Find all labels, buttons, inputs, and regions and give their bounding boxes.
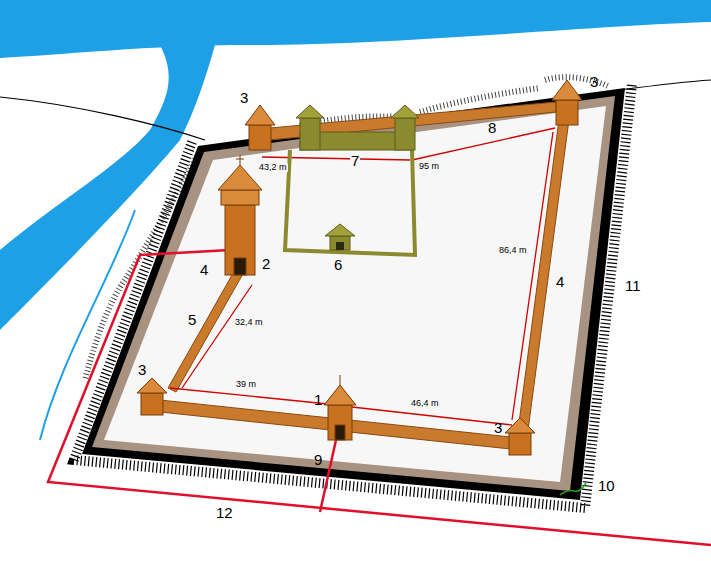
- callout-number: 12: [216, 505, 233, 521]
- towers: [137, 80, 582, 455]
- palisade-walls-part: [517, 112, 570, 438]
- dimension-label: 32,4 m: [234, 318, 264, 327]
- towers-part: [225, 205, 255, 275]
- inner-fort-part: [300, 118, 320, 150]
- shore-line-part: [0, 97, 205, 140]
- towers-part: [234, 258, 246, 275]
- callout-number: 2: [262, 256, 270, 272]
- towers-part: [505, 418, 535, 433]
- dimension-label: 46,4 m: [410, 399, 440, 408]
- inner-fort-part: [325, 224, 355, 236]
- towers-part: [245, 105, 275, 125]
- palisade-walls-part: [168, 268, 244, 392]
- callout-number: 8: [488, 120, 496, 136]
- callout-number: 5: [188, 312, 196, 328]
- towers-part: [141, 393, 163, 415]
- boundary-marker: [560, 483, 586, 495]
- inner-fort-part: [285, 150, 415, 255]
- callout-number: 7: [350, 153, 360, 169]
- callout-number: 11: [625, 278, 641, 294]
- callout-number: 1: [314, 392, 322, 408]
- moat-and-rampart-part: [82, 88, 625, 500]
- callout-number: 3: [590, 74, 598, 90]
- towers-part: [249, 125, 271, 150]
- inner-fort-part: [330, 236, 350, 250]
- inner-fort-part: [391, 105, 419, 118]
- measure-lines-part: [170, 388, 328, 404]
- measure-lines-part: [352, 407, 512, 425]
- moat-and-rampart-part: [74, 84, 632, 508]
- towers-part: [340, 375, 341, 385]
- towers-part: [552, 80, 582, 100]
- measure-lines-part: [412, 128, 555, 160]
- inner-fort-part: [296, 105, 324, 118]
- towers-part: [221, 190, 259, 205]
- dimension-label: 86,4 m: [498, 246, 528, 255]
- callout-number: 4: [556, 274, 564, 290]
- callout-number: 4: [200, 262, 208, 278]
- towers-part: [240, 155, 241, 165]
- towers-part: [218, 165, 262, 190]
- measure-lines-part: [182, 285, 252, 388]
- water-part: [0, 0, 711, 58]
- outer-boundary-line-part: [320, 440, 336, 512]
- palisade-walls: [160, 102, 570, 450]
- callout-number: 3: [240, 90, 248, 106]
- dimension-label: 95 m: [418, 162, 440, 171]
- outer-boundary-line-part: [48, 250, 711, 545]
- shore-line-part: [620, 80, 711, 90]
- palisade-walls-part: [160, 400, 520, 450]
- measure-lines: [170, 128, 555, 425]
- callout-number: 10: [598, 478, 615, 494]
- callout-number: 6: [334, 257, 342, 273]
- moat-and-rampart-part: [92, 96, 615, 491]
- slope-hachures-part: [545, 77, 608, 86]
- towers-part: [137, 378, 167, 393]
- inner-fort-part: [336, 242, 344, 250]
- measure-lines-part: [512, 132, 553, 420]
- boundary-marker-part: [560, 483, 586, 495]
- towers-part: [328, 405, 352, 440]
- callout-number: 9: [314, 452, 322, 468]
- dimension-label: 43,2 m: [258, 163, 288, 172]
- inner-fort-part: [395, 118, 415, 150]
- callout-number: 3: [494, 420, 502, 436]
- towers-part: [509, 433, 531, 455]
- towers-part: [324, 385, 356, 405]
- moat-and-rampart-part: [104, 106, 606, 482]
- measure-lines-part: [262, 157, 410, 160]
- moat-and-rampart: [74, 84, 632, 508]
- towers-part: [335, 425, 345, 440]
- outer-boundary-line: [48, 250, 711, 545]
- dimension-label: 39 m: [235, 380, 257, 389]
- callout-number: 3: [138, 362, 146, 378]
- towers-part: [556, 100, 578, 125]
- towers-part: [236, 159, 244, 160]
- inner-fort: [285, 105, 419, 255]
